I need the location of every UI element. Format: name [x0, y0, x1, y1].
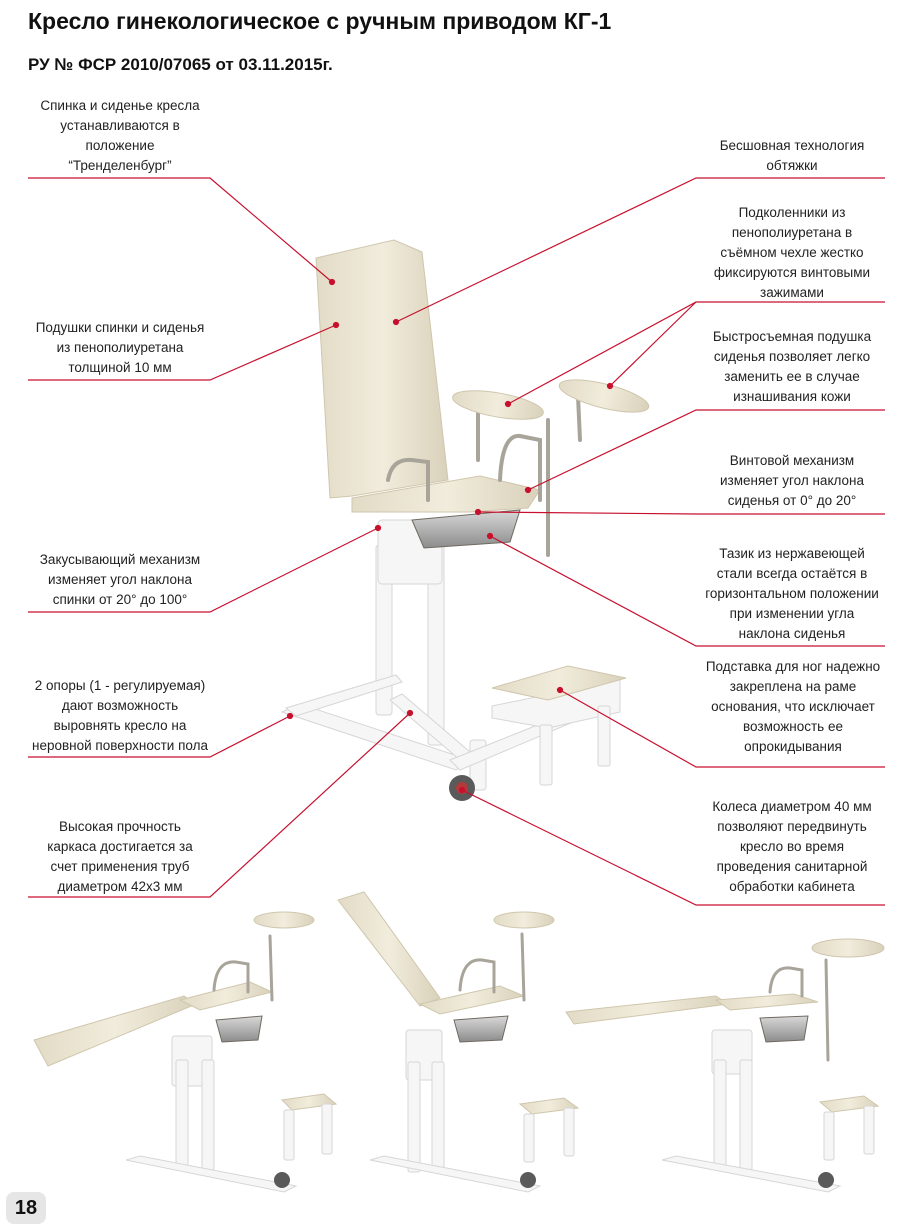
callout-screw: Винтовой механизм изменяет угол наклона … — [719, 453, 865, 508]
page-number: 18 — [6, 1192, 46, 1224]
chair-raised-back-illustration — [337, 891, 580, 1193]
callout-cushions: Подушки спинки и сиденья из пенополиурет… — [35, 320, 205, 375]
callout-footrest: Подставка для ног надежно закреплена на … — [705, 659, 881, 754]
callout-wheels: Колеса диаметром 40 мм позволяют передви… — [712, 799, 872, 894]
chair-horizontal-illustration — [565, 938, 885, 1193]
main-chair-illustration — [280, 239, 650, 801]
callout-supports: 2 опоры (1 - регулируемая) дают возможно… — [32, 678, 208, 753]
callout-seat-cushion: Быстросъемная подушка сиденья позволяет … — [712, 329, 872, 404]
callout-knee-rests: Подколенники из пенополиуретана в съёмно… — [713, 205, 871, 300]
chair-flat-position-illustration — [33, 911, 338, 1193]
callout-basin: Тазик из нержавеющей стали всегда остаёт… — [705, 546, 879, 641]
page-title: Кресло гинекологическое с ручным приводо… — [28, 8, 612, 34]
callout-trendelenburg: Спинка и сиденье кресла устанавливаются … — [40, 98, 200, 173]
leader-lines — [28, 177, 885, 906]
callout-seamless: Бесшовная технология обтяжки — [719, 138, 865, 173]
callout-frame: Высокая прочность каркаса достигается за… — [47, 819, 193, 894]
callout-ratchet: Закусывающий механизм изменяет угол накл… — [39, 552, 201, 607]
registration-number: РУ № ФСР 2010/07065 от 03.11.2015г. — [28, 55, 333, 74]
